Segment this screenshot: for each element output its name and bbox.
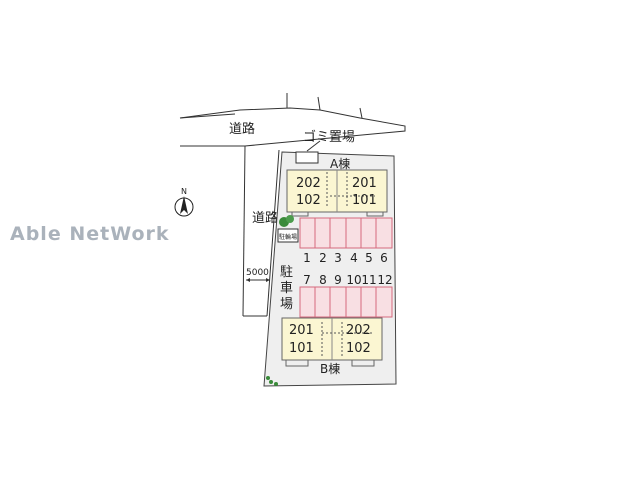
unit-label: 102 (346, 341, 371, 356)
parking-label-char: 駐 (280, 265, 293, 280)
unit-label: 101 (289, 341, 314, 356)
north-label: N (181, 187, 187, 196)
parking-number: 6 (380, 251, 388, 265)
left-road-edge-inner (266, 149, 280, 317)
parking-number: 11 (361, 273, 376, 287)
left-road-edge-outer (242, 145, 246, 317)
watermark-text: Able NetWork (10, 223, 170, 245)
top-road-label: 道路 (229, 121, 255, 137)
unit-label: 101 (352, 193, 377, 208)
garbage-leader-line (306, 140, 321, 152)
entrance-step (366, 212, 384, 217)
parking-label-char: 場 (280, 297, 293, 312)
parking-number: 2 (319, 251, 327, 265)
parking-number: 9 (334, 273, 342, 287)
entrance-step (351, 360, 375, 367)
road-branch (317, 96, 321, 111)
dimension-arrow-left (246, 278, 250, 282)
entrance-step (291, 212, 309, 217)
shrub-icon (269, 380, 273, 384)
parking-number: 5 (365, 251, 373, 265)
building-a-label: A棟 (330, 156, 350, 171)
entrance-step (285, 360, 309, 367)
dimension-label: 5000 (246, 268, 269, 278)
parking-number: 4 (350, 251, 358, 265)
garbage-label: ゴミ置場 (303, 129, 355, 145)
parking-number: 10 (346, 273, 361, 287)
tree-icon (286, 215, 294, 223)
building-b-label: B棟 (320, 361, 340, 376)
parking-number: 7 (303, 273, 311, 287)
garbage-station (295, 151, 319, 164)
shrub-icon (274, 382, 278, 386)
top-road-outline (179, 107, 406, 147)
parking-number: 1 (303, 251, 311, 265)
unit-label: 201 (352, 176, 377, 191)
shrub-icon (266, 376, 270, 380)
north-arrow-needle (180, 196, 188, 214)
unit-label: 102 (296, 193, 321, 208)
road-edge (179, 113, 236, 119)
unit-label: 201 (289, 323, 314, 338)
bicycle-parking-label: 駐輪場 (279, 233, 297, 241)
parking-number: 3 (334, 251, 342, 265)
unit-label: 202 (296, 176, 321, 191)
parking-number: 8 (319, 273, 327, 287)
dimension-arrow-right (266, 278, 270, 282)
road-branch (359, 107, 363, 119)
parking-number: 12 (377, 273, 392, 287)
left-road-label: 道路 (252, 210, 278, 226)
unit-label: 202 (346, 323, 371, 338)
parking-label-char: 車 (280, 281, 293, 296)
bicycle-parking (277, 228, 299, 243)
